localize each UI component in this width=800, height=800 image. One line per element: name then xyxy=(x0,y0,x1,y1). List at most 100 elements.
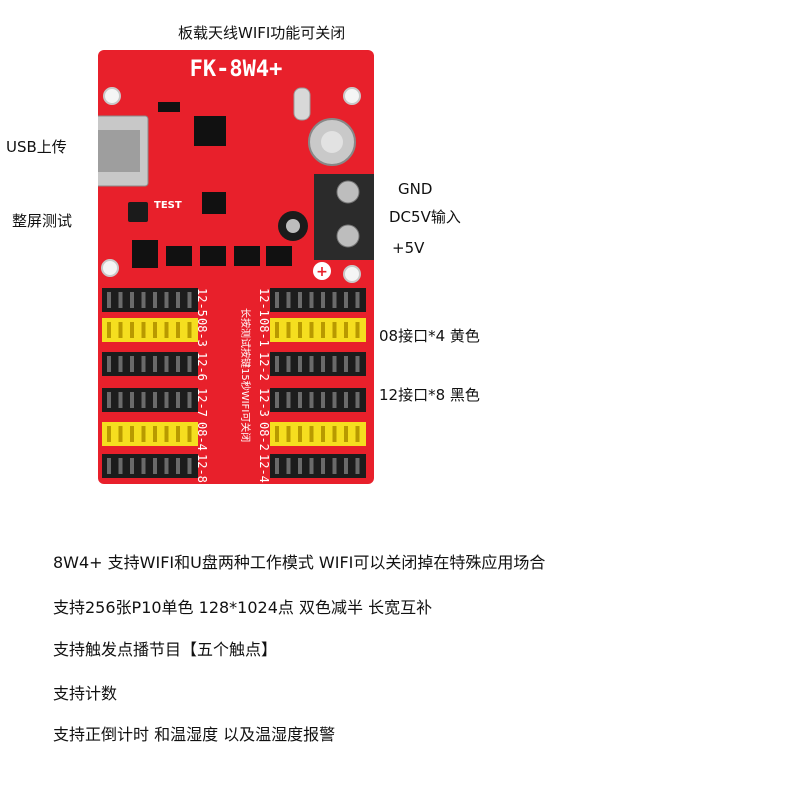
right-port-label-4: 12-3 xyxy=(257,388,271,417)
header-pin xyxy=(275,322,279,338)
feature-line-2: 支持256张P10单色 128*1024点 双色减半 长宽互补 xyxy=(53,598,433,617)
header-pin xyxy=(107,392,111,408)
header-right-6 xyxy=(270,454,366,478)
feature-line-4: 支持计数 xyxy=(53,684,118,703)
chip-main xyxy=(194,116,226,146)
left-port-label-1: 12-5 xyxy=(195,288,209,317)
header-pin xyxy=(286,356,291,372)
header-left-2 xyxy=(102,318,198,342)
header-pin xyxy=(130,292,134,308)
right-port-label-3: 12-2 xyxy=(257,352,271,381)
usb-port-inner xyxy=(98,130,140,172)
header-pin xyxy=(332,458,337,474)
header-pin xyxy=(118,356,123,372)
feature-line-5: 支持正倒计时 和温湿度 以及温湿度报警 xyxy=(53,725,336,744)
terminal-screws xyxy=(336,180,360,248)
test-callout: 整屏测试 xyxy=(12,212,73,230)
header-pin xyxy=(275,426,279,442)
chip-small xyxy=(158,102,180,112)
test-button xyxy=(128,202,148,222)
header-pin xyxy=(286,426,291,442)
header-pin xyxy=(176,426,180,442)
header-pin xyxy=(118,458,123,474)
left-port-label-3: 12-6 xyxy=(195,352,209,381)
header-pin xyxy=(176,458,180,474)
feature-line-3: 支持触发点播节目【五个触点】 xyxy=(53,640,278,659)
header-pin xyxy=(130,426,134,442)
header-pin xyxy=(141,292,146,308)
header-pin xyxy=(118,322,123,338)
chip-wifi xyxy=(202,192,226,214)
header-pin xyxy=(141,426,146,442)
header-pin xyxy=(187,392,192,408)
header-pin xyxy=(344,426,348,442)
crystal-oscillator xyxy=(293,87,311,121)
header-pin xyxy=(332,322,337,338)
header-pin xyxy=(332,356,337,372)
plus-badge xyxy=(313,262,331,280)
header-pin xyxy=(187,292,192,308)
header-pin xyxy=(118,292,123,308)
header-pin xyxy=(118,392,123,408)
header-pin xyxy=(355,322,360,338)
header-pin xyxy=(176,356,180,372)
header-pin xyxy=(153,392,157,408)
header-pin xyxy=(309,426,314,442)
capacitor-top xyxy=(286,219,300,233)
header-pin xyxy=(321,292,325,308)
header-pin xyxy=(355,426,360,442)
test-label: TEST xyxy=(154,200,182,211)
header-pin xyxy=(107,426,111,442)
header-pin xyxy=(332,426,337,442)
header-pin xyxy=(153,458,157,474)
controller-board: FK-8W4+ TEST + 长按测试按键15秒WIFI可关闭 12-5 08-… xyxy=(98,50,374,484)
left-port-label-5: 08-4 xyxy=(195,422,209,451)
header-pin xyxy=(130,392,134,408)
header-pin xyxy=(298,392,302,408)
port08-callout: 08接口*4 黄色 xyxy=(379,327,480,345)
right-port-label-2: 08-1 xyxy=(257,318,271,347)
header-pin xyxy=(275,292,279,308)
header-pin xyxy=(309,392,314,408)
header-pin xyxy=(355,392,360,408)
header-pin xyxy=(130,458,134,474)
header-pin xyxy=(275,356,279,372)
header-pin xyxy=(187,322,192,338)
header-pin xyxy=(355,356,360,372)
header-pin xyxy=(130,322,134,338)
header-right-1 xyxy=(270,288,366,312)
header-pin xyxy=(344,356,348,372)
header-pin xyxy=(298,356,302,372)
header-pin xyxy=(309,458,314,474)
header-rows xyxy=(102,288,366,478)
left-port-label-4: 12-7 xyxy=(195,388,209,417)
header-pin xyxy=(107,292,111,308)
header-pin xyxy=(107,458,111,474)
header-right-3 xyxy=(270,352,366,376)
header-pin xyxy=(164,292,169,308)
header-pin xyxy=(344,458,348,474)
header-left-4 xyxy=(102,388,198,412)
center-note: 长按测试按键15秒WIFI可关闭 xyxy=(239,308,252,442)
port12-callout: 12接口*8 黑色 xyxy=(379,386,480,404)
header-right-2 xyxy=(270,318,366,342)
header-pin xyxy=(286,392,291,408)
header-left-3 xyxy=(102,352,198,376)
header-left-5 xyxy=(102,422,198,446)
header-pin xyxy=(286,322,291,338)
gnd-callout: GND xyxy=(398,180,433,198)
header-pin xyxy=(321,426,325,442)
header-pin xyxy=(309,292,314,308)
header-pin xyxy=(321,392,325,408)
header-pin xyxy=(153,426,157,442)
header-pin xyxy=(298,426,302,442)
header-pin xyxy=(187,426,192,442)
header-pin xyxy=(298,292,302,308)
plus-mark: + xyxy=(316,264,328,280)
header-pin xyxy=(344,322,348,338)
driver-chips xyxy=(132,240,292,268)
header-left-6 xyxy=(102,454,198,478)
header-pin xyxy=(344,292,348,308)
header-pin xyxy=(153,356,157,372)
header-pin xyxy=(164,356,169,372)
